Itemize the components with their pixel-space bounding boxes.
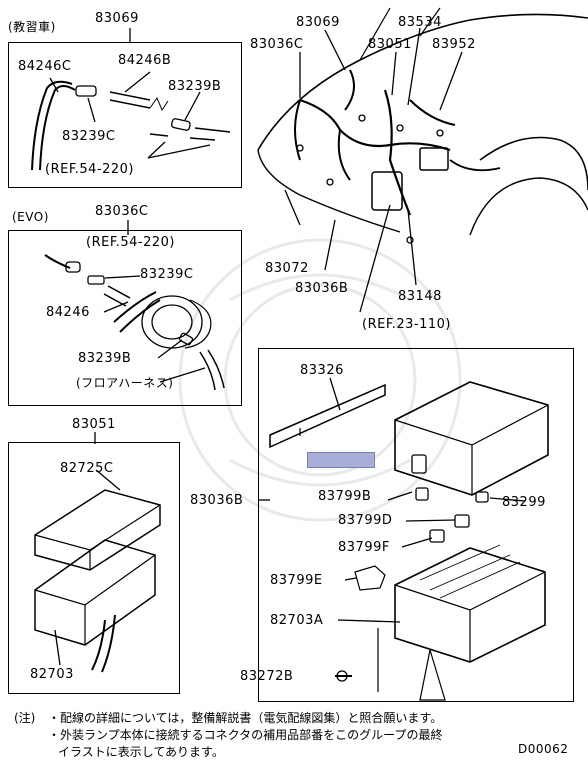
ref-label[interactable]: (REF.23-110) [362,317,451,332]
part-label: 83036C [250,37,304,52]
diagram-id: D00062 [518,742,569,756]
panel-kyoshu-art [31,28,231,171]
part-label: 83072 [265,261,309,276]
panel-83051-art [34,432,161,673]
panel-evo-title: (EVO) [12,210,49,224]
panel-evo-art [44,220,225,391]
part-label: 83239B [168,79,222,94]
part-label: 83799E [270,573,323,588]
part-label: 83069 [95,11,139,26]
part-label: 84246B [118,53,172,68]
part-label: 83036C [95,204,149,219]
part-label: 83148 [398,289,442,304]
part-label: 84246C [18,59,72,74]
part-label: 82703A [270,613,324,628]
part-label: 84246 [46,305,90,320]
ref-label[interactable]: (REF.54-220) [45,162,134,177]
part-label: 83326 [300,363,344,378]
panel-kyoshu-title: (教習車) [8,20,56,34]
note-line-2: ・外装ランプ本体に接続するコネクタの補用品部番をこのグループの最終 [48,728,443,742]
main-view-art [257,7,588,313]
part-label: 83799F [338,540,390,555]
part-label: 83036B [295,281,349,296]
part-label: 83051 [72,417,116,432]
detail-panel [258,348,574,702]
part-label: 83799D [338,513,393,528]
detail-panel-art [258,377,549,701]
ref-label[interactable]: (REF.54-220) [86,235,175,250]
floor-harness-label: (フロアハーネス) [76,376,174,390]
note-prefix: (注) [14,711,36,725]
part-label: 83534 [398,15,442,30]
part-label: 83069 [296,15,340,30]
panel-83051 [8,442,180,694]
part-label: 83239C [140,267,194,282]
part-label: 83239B [78,351,132,366]
part-label: 82703 [30,667,74,682]
panel-evo [8,230,242,406]
part-label: 83299 [502,495,546,510]
part-label: 83051 [368,37,412,52]
highlight-marker [307,452,375,468]
watermark [178,238,462,522]
panel-kyoshu [8,42,242,188]
detail-side-label: 83036B [190,493,244,508]
part-label: 82725C [60,461,114,476]
part-label: 83799B [318,489,372,504]
part-label: 83239C [62,129,116,144]
part-label: 83952 [432,37,476,52]
part-label: 83272B [240,669,294,684]
note-line-3: イラストに表示してあります。 [58,745,224,759]
note-line-1: ・配線の詳細については，整備解説書（電気配線図集）と照合願います。 [48,711,443,725]
